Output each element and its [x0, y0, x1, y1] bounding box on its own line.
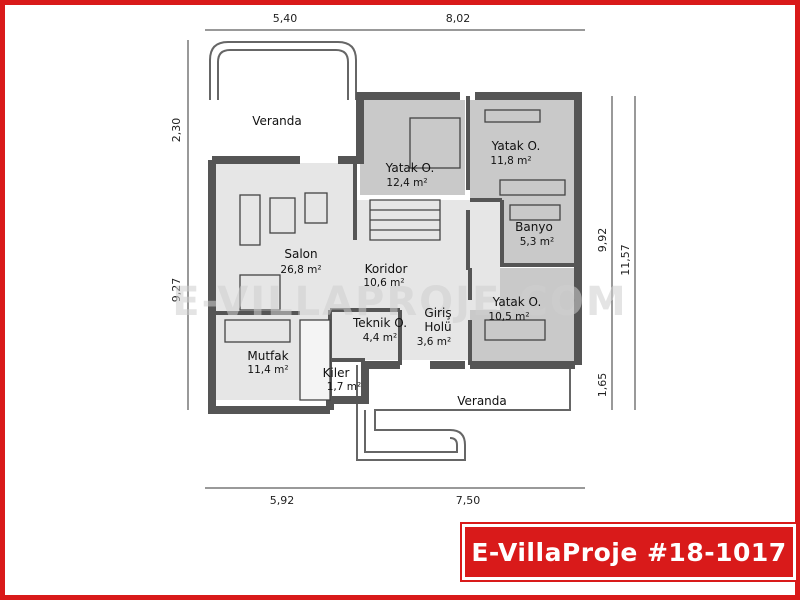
room-label-giris: Giriş [424, 306, 451, 320]
veranda-top-area [209, 41, 357, 100]
dimension-lines [187, 29, 636, 489]
room-label-giris-holu: Holü [424, 320, 451, 334]
room-area-giris: 3,6 m² [417, 336, 451, 348]
room-area-banyo: 5,3 m² [520, 236, 554, 248]
room-label-veranda-bottom: Veranda [457, 394, 507, 408]
room-area-kiler: 1,7 m² [327, 381, 361, 393]
room-area-mutfak: 11,4 m² [247, 364, 288, 376]
furniture [224, 109, 566, 401]
room-area-teknik: 4,4 m² [363, 332, 397, 344]
room-area-yatak-2: 11,8 m² [490, 155, 531, 167]
dim-left-top: 2,30 [170, 118, 183, 143]
room-label-salon: Salon [284, 247, 317, 261]
dim-right-outer: 11,57 [619, 244, 632, 276]
room-area-salon: 26,8 m² [280, 264, 321, 276]
room-label-yatak-1: Yatak O. [385, 161, 435, 175]
room-label-banyo: Banyo [515, 220, 553, 234]
room-label-veranda-top: Veranda [252, 114, 302, 128]
dim-right-bottom: 1,65 [596, 373, 609, 398]
room-label-mutfak: Mutfak [247, 349, 288, 363]
room-area-koridor: 10,6 m² [363, 277, 404, 289]
room-area-yatak-1: 12,4 m² [386, 177, 427, 189]
project-badge: E-VillaProje #18-1017 [460, 522, 798, 582]
room-area-yatak-3: 10,5 m² [488, 311, 529, 323]
dim-bottom-left: 5,92 [270, 494, 295, 507]
dim-left-main: 9,27 [170, 278, 183, 303]
room-label-kiler: Kiler [323, 366, 350, 380]
room-label-koridor: Koridor [365, 262, 408, 276]
veranda-bottom-area [356, 365, 571, 461]
room-label-yatak-3: Yatak O. [492, 295, 542, 309]
room-label-yatak-2: Yatak O. [491, 139, 541, 153]
dim-bottom-right: 7,50 [456, 494, 481, 507]
dim-right-inner: 9,92 [596, 228, 609, 253]
dim-top-right: 8,02 [446, 12, 471, 25]
walls [208, 92, 582, 414]
dim-top-left: 5,40 [273, 12, 298, 25]
watermark-text: E-VILLAPROJE.COM [172, 279, 627, 325]
room-label-teknik: Teknik O. [352, 316, 407, 330]
